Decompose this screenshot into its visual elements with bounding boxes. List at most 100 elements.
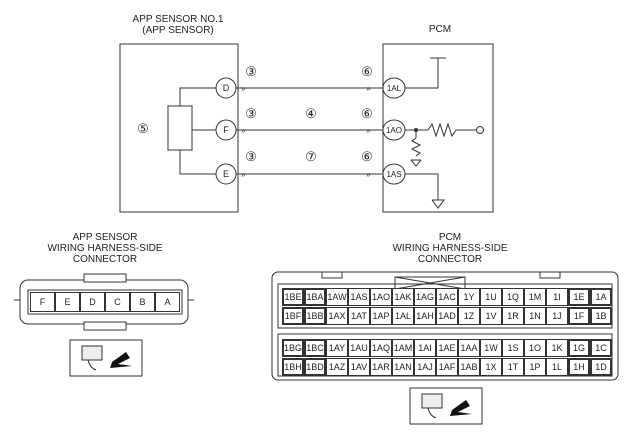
connector-pin: 1AK [392,288,414,306]
chevron-icon: » [366,126,371,135]
sensor-element [167,105,193,151]
pcm-connector-title-line2: WIRING HARNESS-SIDE [392,243,508,254]
arrow-icon [450,400,472,416]
connector-pin: 1P [524,358,546,376]
wire-marker: ⑥ [361,106,373,121]
connector-pin: 1A [590,288,612,306]
view-direction-box [69,339,143,377]
connector-pin: 1AT [348,307,370,325]
connector-pin: 1I [546,288,568,306]
app-connector-title-line2: WIRING HARNESS-SIDE [47,243,163,254]
connector-pin: 1X [480,358,502,376]
pcm-connector-title: PCM WIRING HARNESS-SIDE CONNECTOR [370,232,530,265]
connector-pin: B [130,292,155,312]
wire-marker: ③ [245,64,257,79]
connector-pin: 1BD [304,358,326,376]
connector-pin: 1AN [392,358,414,376]
connector-pin: 1T [502,358,524,376]
connector-pin: 1AJ [414,358,436,376]
app-connector-title-line1: APP SENSOR [72,232,138,243]
connector-pin: 1AU [348,339,370,357]
app-connector-title-line3: CONNECTOR [72,254,138,265]
connector-pin: 1AG [414,288,436,306]
connector-pin: 1V [480,307,502,325]
app-terminal-f: F [223,125,229,135]
connector-pin: 1AR [370,358,392,376]
app-sensor-title-line2: (APP SENSOR) [142,25,214,36]
connector-pin: 1AH [414,307,436,325]
wire-marker: ⑥ [361,64,373,79]
connector-pin: F [30,292,55,312]
connector-pin: 1AO [370,288,392,306]
connector-pin: 1G [568,339,590,357]
chevron-icon: » [241,170,246,179]
pcm-connector-body [271,271,619,381]
app-sensor-title-line1: APP SENSOR NO.1 [132,14,224,25]
connector-pin: 1C [590,339,612,357]
connector-pin: 1H [568,358,590,376]
pcm-terminal-1as: 1AS [386,169,402,179]
connector-pin: 1AB [458,358,480,376]
wire-marker: ③ [245,106,257,121]
app-sensor-element-marker: ⑤ [137,121,149,136]
connector-pin: 1AL [392,307,414,325]
arrow-icon [110,352,132,368]
connector-pin: 1N [524,307,546,325]
connector-pin: 1AA [458,339,480,357]
connector-pin: 1Z [458,307,480,325]
app-connector-title: APP SENSOR WIRING HARNESS-SIDE CONNECTOR [30,232,180,265]
connector-pin: 1BB [304,307,326,325]
connector-pin: 1J [546,307,568,325]
connector-pin: 1AY [326,339,348,357]
connector-pin: 1AP [370,307,392,325]
connector-pin: 1Q [502,288,524,306]
app-connector-pin-row: F E D C B A [30,292,180,312]
app-terminal-d: D [222,83,230,93]
connector-pin: 1S [502,339,524,357]
chevron-icon: » [241,126,246,135]
connector-pin: 1BG [282,339,304,357]
wire-marker: ③ [245,149,257,164]
connector-pin: 1AS [348,288,370,306]
app-sensor-box [119,43,239,213]
connector-pin: 1AQ [370,339,392,357]
connector-pin: 1M [524,288,546,306]
connector-pin: 1AC [436,288,458,306]
connector-pin: 1L [546,358,568,376]
connector-pin: 1Y [458,288,480,306]
connector-pin: A [155,292,180,312]
connector-pin: 1AD [436,307,458,325]
pcm-connector-title-line3: CONNECTOR [417,254,483,265]
connector-pin: 1BC [304,339,326,357]
wire-marker: ⑥ [361,149,373,164]
connector-pin: 1AI [414,339,436,357]
connector-pin: 1BA [304,288,326,306]
pcm-terminal-1ao: 1AO [385,125,402,135]
connector-pin: 1F [568,307,590,325]
pcm-title: PCM [428,24,452,35]
connector-pin: 1U [480,288,502,306]
app-terminal-e: E [222,169,229,179]
connector-pin: 1AV [348,358,370,376]
wire-marker: ④ [305,106,317,121]
chevron-icon: » [366,84,371,93]
connector-pin: 1BE [282,288,304,306]
connector-pin: E [55,292,80,312]
connector-pin: 1B [590,307,612,325]
connector-pin: 1W [480,339,502,357]
connector-pin: 1E [568,288,590,306]
connector-pin: 1R [502,307,524,325]
connector-pin: 1AX [326,307,348,325]
connector-pin: 1AM [392,339,414,357]
app-sensor-title: APP SENSOR NO.1 (APP SENSOR) [108,14,248,36]
connector-pin: 1AE [436,339,458,357]
connector-pin: D [80,292,105,312]
connector-pin: C [105,292,130,312]
connector-pin: 1BF [282,307,304,325]
connector-pin: 1O [524,339,546,357]
connector-pin: 1BH [282,358,304,376]
